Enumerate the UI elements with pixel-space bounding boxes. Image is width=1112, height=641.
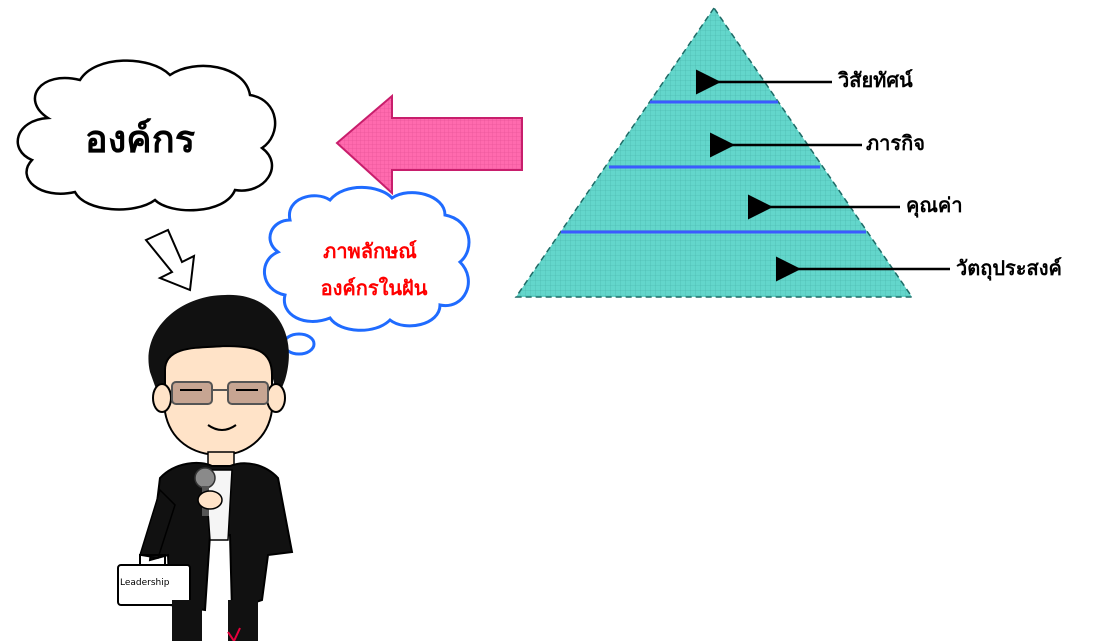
level-label: วิสัยทัศน์ (837, 68, 913, 92)
bubble-line-1: ภาพลักษณ์ (323, 239, 417, 263)
microphone-icon (194, 467, 216, 489)
pyramid-level-values: คุณค่า (748, 193, 963, 220)
thought-bubble: ภาพลักษณ์ องค์กรในฝัน (262, 185, 471, 374)
pink-arrow-left (335, 93, 523, 196)
bubble-line-2: องค์กรในฝัน (321, 276, 428, 300)
pyramid-level-objectives: วัตถุประสงค์ (776, 256, 1062, 282)
pyramid-level-mission: ภารกิจ (710, 131, 925, 158)
organization-label: องค์กร (85, 117, 196, 161)
organization-cloud: องค์กร (16, 59, 277, 212)
briefcase-label: Leadership (120, 578, 170, 588)
level-label: ภารกิจ (866, 131, 925, 155)
down-arrow-icon (144, 228, 196, 292)
briefcase (117, 564, 191, 606)
pyramid (514, 6, 914, 298)
cartoon-person: Leadership (117, 294, 294, 641)
glasses-icon (171, 381, 213, 405)
level-label: วัตถุประสงค์ (956, 256, 1062, 281)
level-label: คุณค่า (906, 193, 963, 218)
pyramid-level-vision: วิสัยทัศน์ (696, 68, 913, 95)
